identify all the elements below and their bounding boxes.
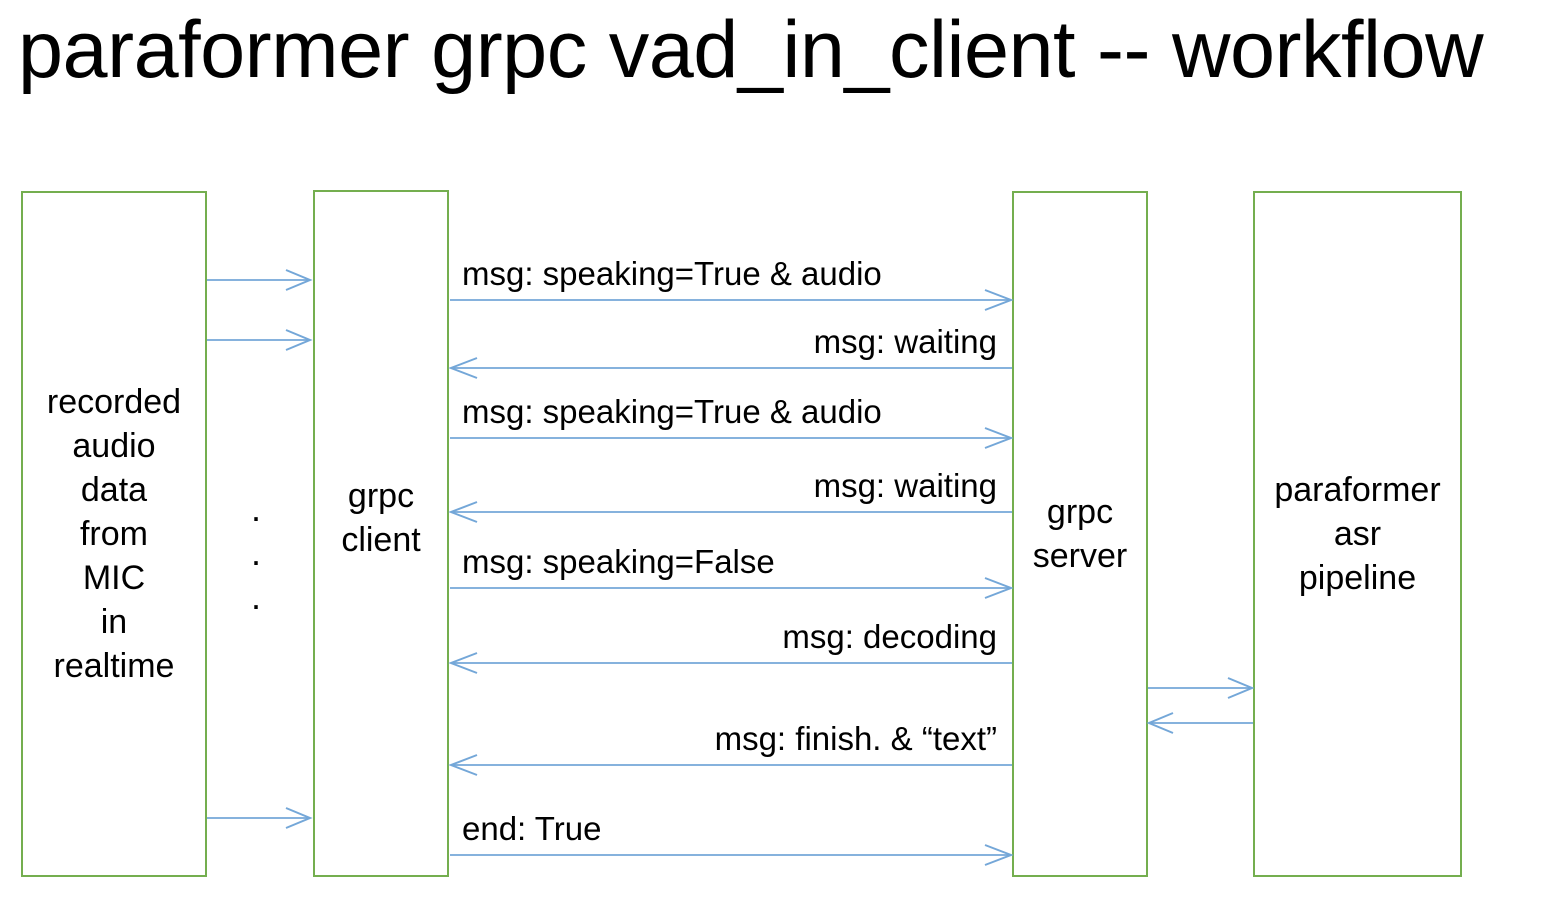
box-paraformer-asr: paraformer asr pipeline — [1253, 191, 1462, 877]
message-label-speaking-true-2: msg: speaking=True & audio — [462, 393, 882, 430]
box-recorded-audio: recorded audio data from MIC in realtime — [21, 191, 207, 877]
arrow-mic-to-client-1 — [207, 269, 313, 291]
box-grpc-client: grpc client — [313, 190, 449, 877]
message-label-waiting-2: msg: waiting — [813, 467, 997, 504]
message-label-waiting-1: msg: waiting — [813, 323, 997, 360]
arrow-mic-to-client-3 — [207, 807, 313, 829]
arrow-msg-8-right — [450, 844, 1014, 866]
arrow-msg-1-right — [450, 289, 1014, 311]
ellipsis-dots: . . . — [251, 488, 262, 617]
arrow-msg-3-right — [450, 427, 1014, 449]
arrow-msg-5-right — [450, 577, 1014, 599]
box-grpc-client-label: grpc client — [341, 476, 421, 559]
box-paraformer-asr-label: paraformer asr pipeline — [1274, 471, 1441, 597]
arrow-server-to-asr — [1148, 677, 1255, 699]
message-label-finish-text: msg: finish. & “text” — [714, 720, 997, 757]
arrow-msg-7-left — [448, 754, 1012, 776]
arrow-mic-to-client-2 — [207, 329, 313, 351]
message-label-speaking-true-1: msg: speaking=True & audio — [462, 255, 882, 292]
box-grpc-server-label: grpc server — [1032, 493, 1128, 575]
page-title: paraformer grpc vad_in_client -- workflo… — [18, 5, 1484, 95]
arrow-msg-6-left — [448, 652, 1012, 674]
box-grpc-server: grpc server — [1012, 191, 1148, 877]
arrow-asr-to-server — [1146, 712, 1253, 734]
arrow-msg-2-left — [448, 357, 1012, 379]
box-recorded-audio-label: recorded audio data from MIC in realtime — [46, 383, 182, 685]
message-label-end-true: end: True — [462, 810, 602, 847]
message-label-decoding: msg: decoding — [782, 618, 997, 655]
arrow-msg-4-left — [448, 501, 1012, 523]
message-label-speaking-false: msg: speaking=False — [462, 543, 775, 580]
